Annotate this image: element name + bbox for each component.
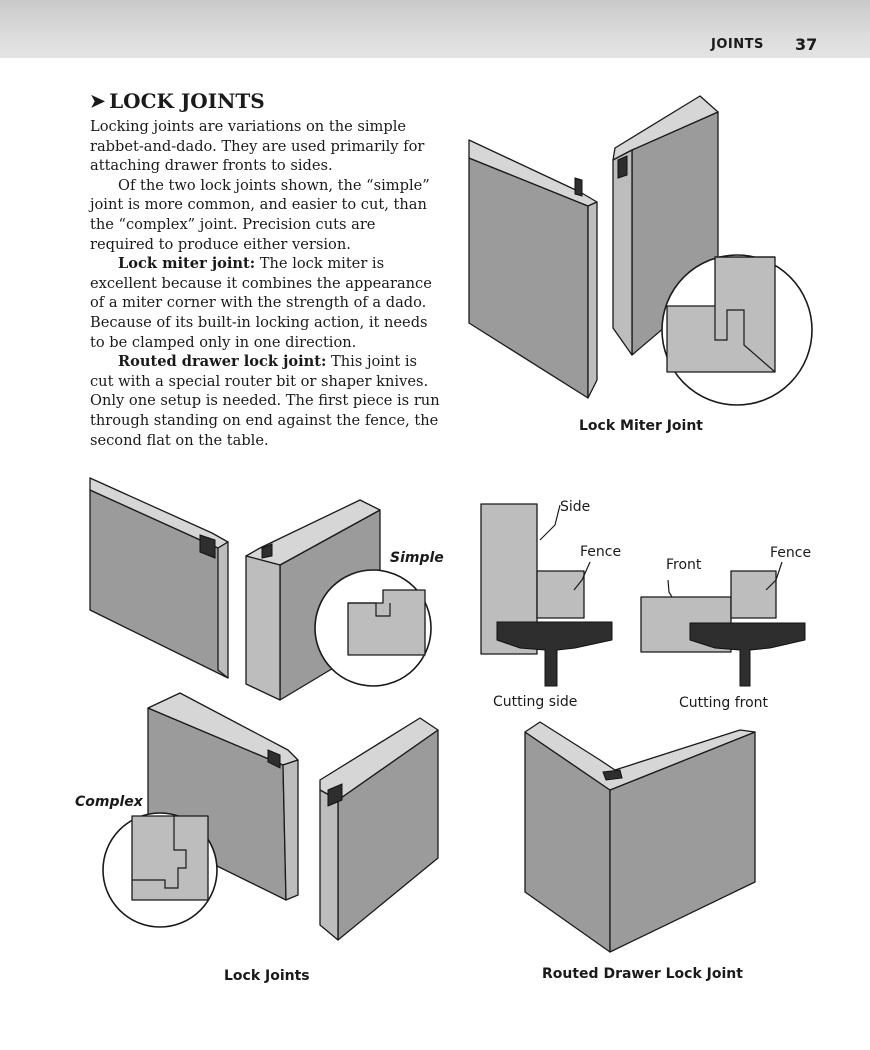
arrow-bullet-icon: ➤ — [90, 90, 106, 112]
label-simple: Simple — [390, 550, 444, 566]
lock-miter-joint-figure — [468, 95, 813, 406]
routed-drawer-lock-figure — [524, 721, 756, 953]
label-side: Side — [560, 499, 591, 515]
term-routed: Routed drawer lock joint: — [118, 353, 327, 371]
caption-lock-joints: Lock Joints — [224, 968, 310, 984]
page-number: 37 — [795, 35, 818, 54]
caption-cutting-side: Cutting side — [493, 694, 578, 710]
text-routed: This joint is cut with a special router … — [90, 353, 440, 449]
lock-joints-simple-figure — [89, 477, 432, 701]
label-fence-1: Fence — [580, 544, 622, 560]
paragraph-routed: Routed drawer lock joint: This joint is … — [90, 352, 440, 450]
label-complex: Complex — [75, 794, 143, 810]
label-front: Front — [666, 557, 702, 573]
text-lock-miter: The lock miter is excellent because it c… — [90, 255, 432, 351]
cutting-side-figure — [480, 503, 613, 687]
caption-lock-miter-joint: Lock Miter Joint — [579, 418, 704, 434]
caption-cutting-front: Cutting front — [679, 695, 769, 711]
section-title-text: LOCK JOINTS — [109, 89, 265, 113]
header-bar — [0, 0, 870, 58]
term-lock-miter: Lock miter joint: — [118, 255, 256, 273]
label-fence-2: Fence — [770, 545, 812, 561]
running-header-section: JOINTS — [711, 37, 764, 52]
paragraph-lock-miter: Lock miter joint: The lock miter is exce… — [90, 254, 440, 352]
paragraph-intro: Locking joints are variations on the sim… — [90, 118, 425, 175]
lock-joints-complex-figure — [102, 692, 439, 941]
cutting-front-figure — [573, 561, 806, 687]
paragraph-versions: Of the two lock joints shown, the “simpl… — [90, 176, 430, 253]
caption-routed-drawer-lock-joint: Routed Drawer Lock Joint — [542, 966, 743, 982]
body-text: Locking joints are variations on the sim… — [90, 117, 440, 450]
section-title: ➤ LOCK JOINTS — [90, 89, 265, 113]
